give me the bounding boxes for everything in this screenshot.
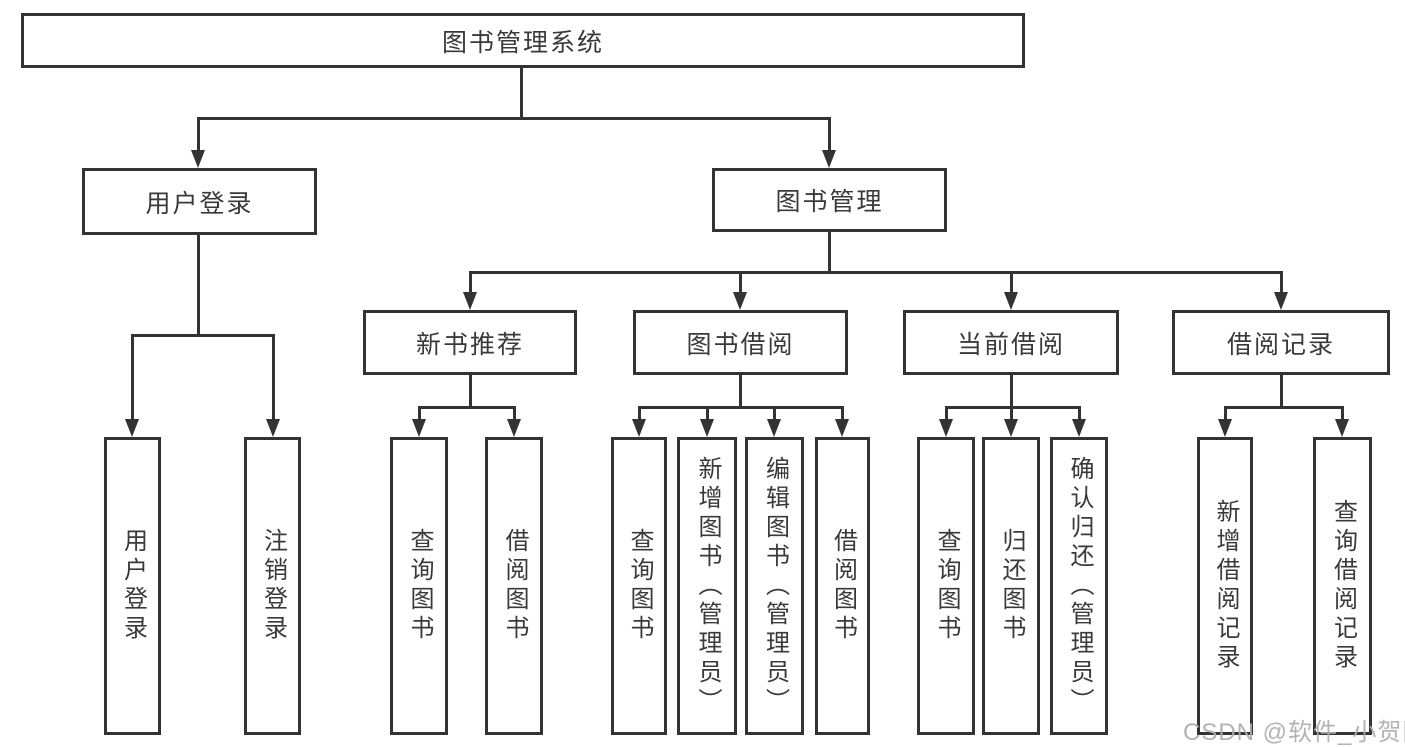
node-book-borrow: 图书借阅 (633, 310, 848, 375)
arrow-down-icon (1218, 419, 1232, 437)
connector-stem (706, 406, 709, 421)
connector-stem (1078, 406, 1081, 421)
arrow-down-icon (412, 419, 426, 437)
arrow-down-icon (191, 150, 205, 168)
leaf-logout: 注销登录 (244, 437, 301, 735)
arrow-down-icon (463, 292, 477, 310)
connector-userlogin-stem (197, 235, 200, 337)
arrow-down-icon (125, 419, 139, 437)
arrow-down-icon (1072, 419, 1086, 437)
leaf-edit-book-admin: 编辑图书（管理员） (745, 437, 804, 735)
connector-stem (1280, 375, 1283, 409)
arrow-down-icon (700, 419, 714, 437)
arrow-down-icon (835, 419, 849, 437)
connector-stem (1224, 406, 1227, 421)
connector-stem (828, 117, 831, 152)
arrow-down-icon (939, 419, 953, 437)
node-root-library-system: 图书管理系统 (21, 13, 1025, 68)
connector-userlogin-bar (131, 334, 275, 337)
arrow-down-icon (507, 419, 521, 437)
leaf-add-borrow-record: 新增借阅记录 (1197, 437, 1253, 735)
arrow-down-icon (822, 150, 836, 168)
connector-stem (197, 117, 200, 154)
connector-stem (638, 406, 641, 421)
connector-stem (418, 406, 421, 421)
connector-stem (131, 334, 134, 421)
leaf-query-books-recommend: 查询图书 (390, 437, 448, 735)
leaf-confirm-return-admin: 确认归还（管理员） (1050, 437, 1108, 735)
connector-level2-bar (197, 117, 831, 120)
leaf-borrow-books-recommend: 借阅图书 (485, 437, 543, 735)
connector-stem (513, 406, 516, 421)
connector-stem (841, 406, 844, 421)
arrow-down-icon (1274, 292, 1288, 310)
csdn-watermark: CSDN @软件_小贺同学 (1183, 719, 1405, 746)
connector-stem (1010, 375, 1013, 409)
arrow-down-icon (632, 419, 646, 437)
arrow-down-icon (733, 292, 747, 310)
leaf-query-books-current: 查询图书 (917, 437, 975, 735)
connector-stem (945, 406, 948, 421)
connector-group-bar (1224, 406, 1344, 409)
connector-stem (739, 271, 742, 294)
connector-stem (1010, 271, 1013, 294)
connector-stem (469, 271, 472, 294)
arrow-down-icon (1335, 419, 1349, 437)
connector-root-stem (520, 68, 523, 120)
node-book-management: 图书管理 (712, 168, 947, 232)
node-new-book-recommend: 新书推荐 (363, 310, 577, 375)
connector-group-bar (638, 406, 844, 409)
node-user-login: 用户登录 (82, 168, 317, 235)
connector-group-bar (945, 406, 1081, 409)
connector-stem (1010, 406, 1013, 421)
connector-stem (272, 334, 275, 421)
connector-stem (1341, 406, 1344, 421)
arrow-down-icon (1004, 419, 1018, 437)
leaf-query-books-borrow: 查询图书 (611, 437, 667, 735)
leaf-add-book-admin: 新增图书（管理员） (677, 437, 737, 735)
node-borrow-record: 借阅记录 (1172, 310, 1390, 375)
arrow-down-icon (767, 419, 781, 437)
connector-stem (469, 375, 472, 409)
connector-stem (773, 406, 776, 421)
connector-bookmgmt-stem (828, 232, 831, 274)
leaf-user-login: 用户登录 (104, 437, 161, 735)
connector-stem (1280, 271, 1283, 294)
leaf-return-book: 归还图书 (982, 437, 1040, 735)
connector-group-bar (418, 406, 516, 409)
leaf-query-borrow-record: 查询借阅记录 (1313, 437, 1372, 735)
connector-stem (739, 375, 742, 409)
leaf-borrow-books: 借阅图书 (815, 437, 870, 735)
arrow-down-icon (266, 419, 280, 437)
arrow-down-icon (1004, 292, 1018, 310)
connector-level3-bar (469, 271, 1282, 274)
node-current-borrow: 当前借阅 (903, 310, 1119, 375)
